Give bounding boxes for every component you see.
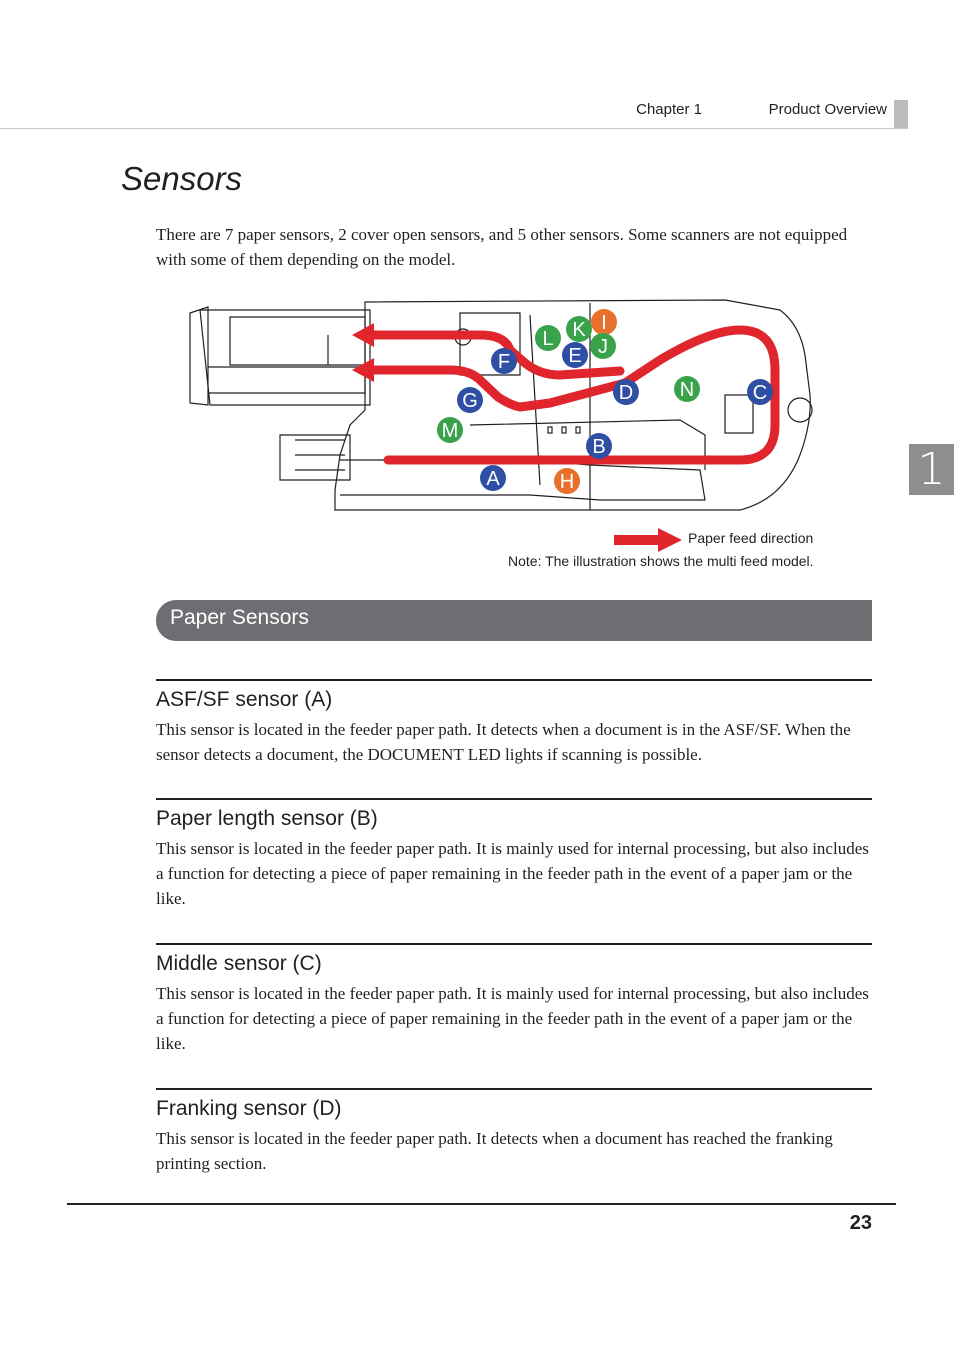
sensor-marker-label: K — [572, 319, 586, 341]
sensor-marker-circle — [591, 309, 617, 335]
sensor-marker-circle — [590, 333, 616, 359]
sensor-marker-label: A — [486, 468, 500, 490]
legend-arrow-shaft — [614, 535, 658, 545]
header-chapter: Chapter 1 — [636, 101, 702, 118]
page-title: Sensors — [121, 160, 243, 197]
sensor-marker-circle — [457, 387, 483, 413]
subsection-heading: ASF/SF sensor (A) — [156, 688, 333, 711]
sensor-marker-circle — [491, 348, 517, 374]
subsection-middle-sensor: Middle sensor (C) This sensor is located… — [156, 943, 872, 1056]
subsection-body: This sensor is located in the feeder pap… — [156, 839, 869, 908]
subsection-body: This sensor is located in the feeder pap… — [156, 1129, 833, 1173]
sensor-marker-n: N — [674, 376, 700, 402]
sensor-marker-circle — [586, 433, 612, 459]
section-title: Paper Sensors — [170, 606, 309, 629]
sensor-marker-label: M — [442, 420, 459, 442]
sensor-marker-circle — [437, 417, 463, 443]
sensor-marker-circle — [674, 376, 700, 402]
sensor-marker-circle — [554, 468, 580, 494]
diagram-note: Note: The illustration shows the multi f… — [508, 553, 814, 569]
subsection-heading: Middle sensor (C) — [156, 952, 322, 975]
subsection-asf-sf-sensor: ASF/SF sensor (A) This sensor is located… — [156, 679, 872, 767]
page-number: 23 — [849, 1212, 872, 1234]
header-tab-marker — [894, 100, 908, 128]
sensor-marker-label: H — [560, 471, 574, 493]
sensor-marker-circle — [562, 342, 588, 368]
running-header: Chapter 1 Product Overview — [0, 98, 908, 129]
sensor-marker-label: N — [680, 379, 694, 401]
sensor-marker-label: C — [753, 382, 767, 404]
subsection-paper-length-sensor: Paper length sensor (B) This sensor is l… — [156, 798, 872, 911]
sensor-marker-label: F — [498, 351, 510, 373]
sensor-marker-circle — [613, 379, 639, 405]
section-header-bar: Paper Sensors — [156, 600, 872, 641]
sensor-marker-b: B — [586, 433, 612, 459]
sensor-marker-label: G — [462, 390, 478, 412]
sensor-marker-j: J — [590, 333, 616, 359]
sensor-marker-circle — [480, 465, 506, 491]
subsection-rule — [156, 798, 872, 800]
sensor-marker-c: C — [747, 379, 773, 405]
sensor-marker-circle — [535, 325, 561, 351]
subsection-body: This sensor is located in the feeder pap… — [156, 984, 869, 1053]
chapter-tab: 1 — [909, 444, 954, 495]
sensor-marker-circle — [566, 316, 592, 342]
sensor-marker-a: A — [480, 465, 506, 491]
intro-paragraph: There are 7 paper sensors, 2 cover open … — [156, 225, 848, 269]
sensor-marker-l: L — [535, 325, 561, 351]
sensor-marker-m: M — [437, 417, 463, 443]
sensor-marker-d: D — [613, 379, 639, 405]
sensor-marker-label: L — [542, 328, 553, 350]
sensor-marker-label: E — [568, 345, 581, 367]
header-section: Product Overview — [768, 101, 887, 118]
legend-label: Paper feed direction — [688, 530, 814, 546]
subsection-heading: Paper length sensor (B) — [156, 807, 378, 830]
subsection-rule — [156, 1088, 872, 1090]
sensor-marker-label: J — [598, 336, 608, 358]
sensor-marker-f: F — [491, 348, 517, 374]
sensor-marker-e: E — [562, 342, 588, 368]
legend-arrow-head — [658, 528, 682, 552]
subsection-rule — [156, 943, 872, 945]
sensor-marker-circle — [747, 379, 773, 405]
footer-rule — [67, 1203, 896, 1205]
sensor-marker-label: I — [601, 312, 607, 334]
sensor-marker-k: K — [566, 316, 592, 342]
subsection-rule — [156, 679, 872, 681]
paper-feed-path — [352, 323, 780, 465]
sensor-marker-g: G — [457, 387, 483, 413]
subsection-heading: Franking sensor (D) — [156, 1097, 342, 1120]
sensor-marker-label: B — [592, 436, 605, 458]
subsection-body: This sensor is located in the feeder pap… — [156, 720, 851, 764]
subsection-franking-sensor: Franking sensor (D) This sensor is locat… — [156, 1088, 872, 1176]
sensor-marker-i: I — [591, 309, 617, 335]
feed-direction-arrow-icon — [614, 528, 682, 552]
sensor-marker-label: D — [619, 382, 633, 404]
sensor-marker-h: H — [554, 468, 580, 494]
